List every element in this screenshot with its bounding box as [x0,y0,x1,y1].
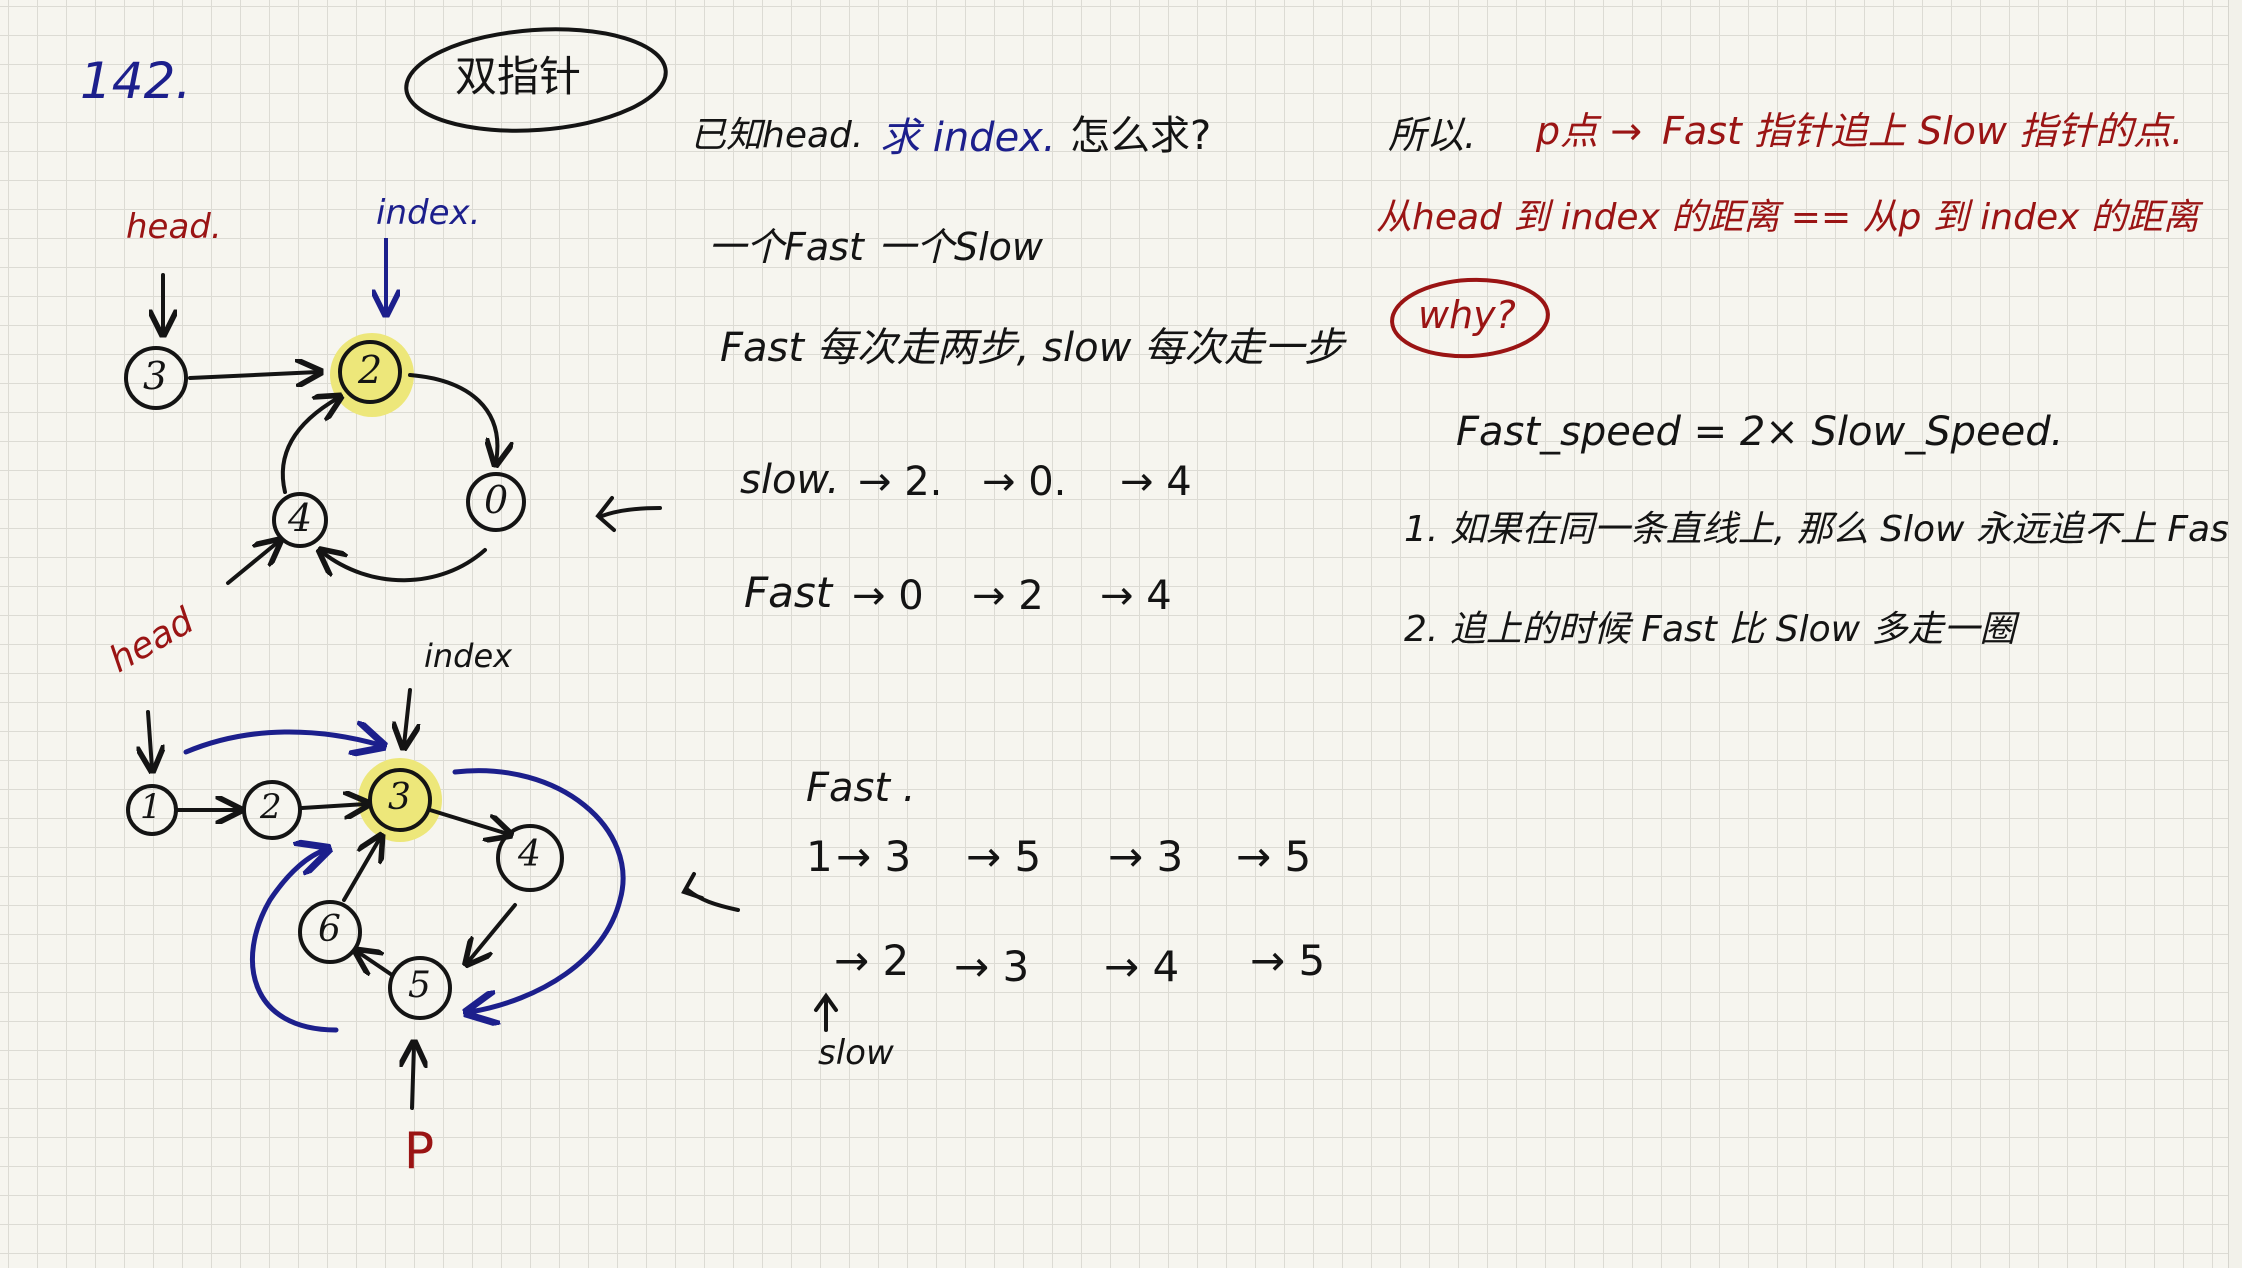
ex1-fast-step-3: → 4 [1100,573,1172,619]
ex1-fast-label: Fast [744,568,833,617]
ex1-node-0-label: 0 [484,478,509,522]
note-claim: 从head 到 index 的距离 == 从p 到 index 的距离 [1376,197,2199,238]
example2-graph [126,688,838,1110]
speed-note: Fast 每次走两步, slow 每次走一步 [720,325,1345,371]
ex1-node-2 [338,340,402,404]
ex1-node-0 [466,472,526,532]
question-how: 怎么求? [1070,113,1212,159]
note-point-1: 1. 如果在同一条直线上, 那么 Slow 永远追不上 Fast. [1404,509,2242,550]
ex2-fast-step-5: → 5 [1236,832,1312,881]
ex2-node-6 [298,900,362,964]
topic-oval [404,27,668,133]
note-formula: Fast_speed = 2× Slow_Speed. [1456,409,2064,455]
ex2-fast-label: Fast . [806,765,916,811]
topic-title: 双指针 [455,52,582,101]
example2-blue-paths [183,732,626,1033]
ex1-node-4 [272,492,328,548]
ex2-slow-step-3: → 4 [1104,942,1180,991]
ex2-node-5-label: 5 [408,965,431,1006]
ex2-p-label: P [404,1122,435,1180]
ex2-slow-label: slow [818,1033,894,1073]
ex1-slow-step-2: → 0. [982,459,1067,505]
ex1-node-2-label: 2 [358,348,383,392]
ex2-slow-step-4: → 5 [1250,936,1326,985]
ex2-slow-step-1: → 2 [834,936,910,985]
ex2-node-6-label: 6 [318,909,341,950]
note-why: why? [1418,293,1516,337]
problem-number: 142. [80,52,192,110]
ex2-node-4-label: 4 [518,834,541,875]
ex1-fast-step-1: → 0 [852,573,924,619]
example1-graph [124,273,662,585]
ex2-node-1-label: 1 [140,787,162,827]
note-p-definition-a: p点 → [1536,109,1643,153]
ex1-index-label: index. [376,193,481,233]
ex2-slow-step-2: → 3 [954,942,1030,991]
question-known: 已知head. [690,115,864,156]
ex2-fast-step-1: 1 [806,832,833,881]
ex1-slow-step-1: → 2. [858,459,943,505]
ex1-fast-step-2: → 2 [972,573,1044,619]
pointer-fast: 一个Fast [708,225,864,269]
ex1-slow-label: slow. [740,457,840,503]
ex2-fast-step-4: → 3 [1108,832,1184,881]
ex2-node-4 [496,824,564,892]
pointer-slow: 一个Slow [878,225,1044,269]
ex2-node-5 [388,956,452,1020]
note-so: 所以. [1388,113,1477,157]
ex1-slow-step-3: → 4 [1120,459,1192,505]
ex2-fast-step-2: → 3 [836,832,912,881]
why-oval [1390,277,1550,359]
page-edge [2228,0,2242,1268]
ex2-index-label: index [424,637,513,675]
ex1-head-label: head. [126,207,222,247]
question-find-index: 求 index. [880,115,1056,161]
ex1-node-3-label: 3 [143,354,168,398]
ex1-node-3 [124,346,188,410]
ex2-node-2 [242,780,302,840]
note-point-2: 2. 追上的时候 Fast 比 Slow 多走一圈 [1404,609,2016,650]
ex2-node-2-label: 2 [260,787,282,827]
note-p-definition-b: Fast 指针追上 Slow 指针的点. [1662,109,2184,153]
ex2-node-3-label: 3 [388,777,411,818]
ex2-fast-step-3: → 5 [966,832,1042,881]
ex1-node-4-label: 4 [288,496,313,540]
